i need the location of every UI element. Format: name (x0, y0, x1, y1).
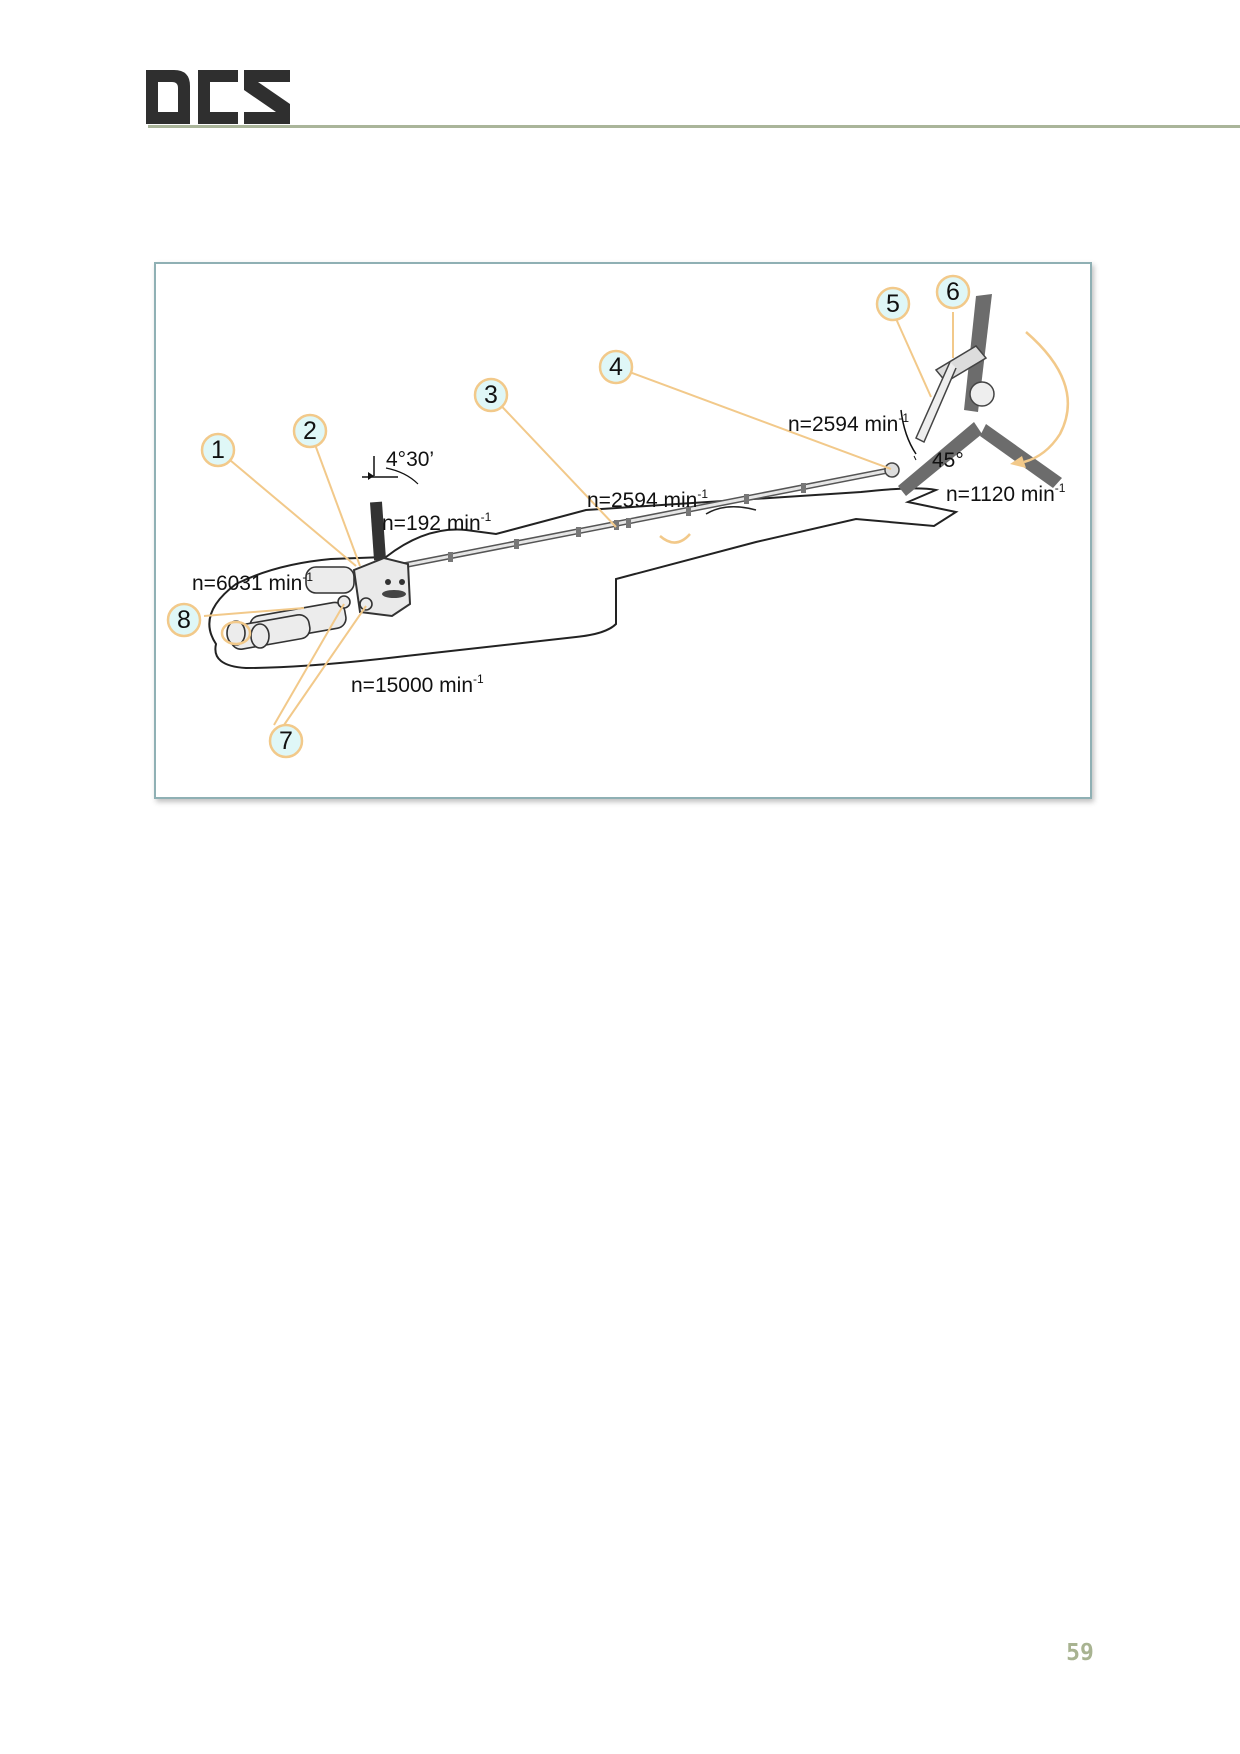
tail-drive-shaft (369, 462, 900, 575)
svg-text:6: 6 (946, 278, 960, 306)
fuselage-outline (208, 487, 959, 670)
shaft-speed-label: n=2594 min-1 (587, 487, 708, 512)
callout-1: 1 (200, 432, 236, 468)
page-number: 59 (1066, 1640, 1094, 1666)
engine-speed-label: n=6031 min-1 (192, 570, 313, 595)
rotor-mast (369, 501, 387, 561)
header-rule (148, 125, 1240, 128)
svg-text:8: 8 (177, 606, 191, 634)
tail-rotor-speed-label: n=1120 min-1 (946, 481, 1066, 506)
svg-text:4: 4 (609, 353, 623, 381)
callout-7: 7 (268, 723, 304, 759)
svg-text:3: 3 (484, 381, 498, 409)
dcs-logo (146, 70, 290, 124)
tail-rotor (898, 294, 1062, 496)
svg-text:2: 2 (303, 417, 317, 445)
tail-shaft-speed-label: n=2594 min-1 (788, 411, 909, 436)
rotor-speed-label: n=192 min-1 (382, 510, 492, 535)
callout-4: 4 (598, 349, 634, 385)
tail-gearbox-angle-label: 45° (932, 449, 964, 472)
helicopter-transmission-diagram: 1 2 3 4 5 6 7 8 4°30’ (166, 274, 1070, 759)
callout-8: 8 (166, 602, 202, 638)
diagram-frame: 1 2 3 4 5 6 7 8 4°30’ (154, 262, 1092, 799)
callout-5: 5 (875, 286, 911, 322)
engines (226, 566, 373, 650)
mast-tilt-angle-label: 4°30’ (386, 448, 434, 471)
callout-3: 3 (473, 377, 509, 413)
svg-text:7: 7 (279, 727, 293, 755)
callout-2: 2 (292, 413, 328, 449)
apu-speed-label: n=15000 min-1 (351, 672, 484, 697)
svg-text:5: 5 (886, 290, 900, 318)
callout-6: 6 (935, 274, 971, 310)
svg-text:1: 1 (211, 436, 225, 464)
